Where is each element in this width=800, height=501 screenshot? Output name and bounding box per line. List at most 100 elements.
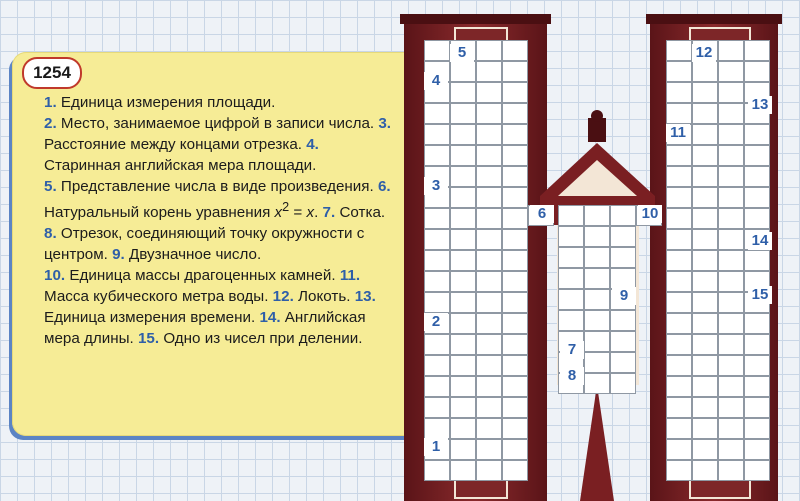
crossword-cell[interactable] <box>718 208 744 229</box>
crossword-cell[interactable] <box>584 352 610 373</box>
crossword-cell[interactable] <box>666 418 692 439</box>
crossword-cell[interactable] <box>692 82 718 103</box>
crossword-cell[interactable] <box>666 229 692 250</box>
crossword-cell[interactable] <box>666 40 692 61</box>
crossword-cell[interactable] <box>502 460 528 481</box>
crossword-cell[interactable] <box>424 229 450 250</box>
crossword-cell[interactable] <box>450 460 476 481</box>
crossword-cell[interactable] <box>666 82 692 103</box>
crossword-cell[interactable] <box>476 376 502 397</box>
crossword-cell[interactable] <box>450 61 476 82</box>
crossword-cell[interactable] <box>450 418 476 439</box>
crossword-cell[interactable] <box>744 439 770 460</box>
crossword-cell[interactable] <box>718 355 744 376</box>
crossword-cell[interactable] <box>692 355 718 376</box>
crossword-cell[interactable] <box>476 250 502 271</box>
crossword-cell[interactable] <box>476 187 502 208</box>
crossword-cell[interactable] <box>718 82 744 103</box>
crossword-cell[interactable] <box>744 313 770 334</box>
crossword-cell[interactable] <box>666 103 692 124</box>
crossword-cell[interactable] <box>476 334 502 355</box>
crossword-cell[interactable] <box>502 145 528 166</box>
crossword-cell[interactable] <box>450 271 476 292</box>
crossword-cell[interactable] <box>718 376 744 397</box>
crossword-cell[interactable] <box>476 124 502 145</box>
crossword-cell[interactable] <box>584 310 610 331</box>
crossword-cell[interactable] <box>424 355 450 376</box>
crossword-cell[interactable] <box>450 82 476 103</box>
crossword-cell[interactable] <box>476 40 502 61</box>
crossword-cell[interactable] <box>692 439 718 460</box>
crossword-cell[interactable] <box>476 103 502 124</box>
crossword-cell[interactable] <box>610 247 636 268</box>
crossword-cell[interactable] <box>476 82 502 103</box>
crossword-cell[interactable] <box>584 373 610 394</box>
crossword-cell[interactable] <box>424 250 450 271</box>
crossword-cell[interactable] <box>584 226 610 247</box>
crossword-cell[interactable] <box>718 292 744 313</box>
crossword-cell[interactable] <box>666 271 692 292</box>
crossword-cell[interactable] <box>692 460 718 481</box>
crossword-cell[interactable] <box>584 331 610 352</box>
crossword-cell[interactable] <box>744 397 770 418</box>
crossword-cell[interactable] <box>502 61 528 82</box>
crossword-cell[interactable] <box>450 439 476 460</box>
crossword-cell[interactable] <box>744 355 770 376</box>
crossword-cell[interactable] <box>744 61 770 82</box>
crossword-cell[interactable] <box>744 166 770 187</box>
crossword-cell[interactable] <box>476 229 502 250</box>
crossword-cell[interactable] <box>502 229 528 250</box>
crossword-cell[interactable] <box>424 292 450 313</box>
crossword-cell[interactable] <box>692 250 718 271</box>
crossword-cell[interactable] <box>610 373 636 394</box>
crossword-cell[interactable] <box>744 250 770 271</box>
crossword-cell[interactable] <box>502 355 528 376</box>
crossword-cell[interactable] <box>450 250 476 271</box>
crossword-cell[interactable] <box>558 268 584 289</box>
crossword-cell[interactable] <box>450 187 476 208</box>
crossword-cell[interactable] <box>718 271 744 292</box>
crossword-cell[interactable] <box>744 145 770 166</box>
crossword-cell[interactable] <box>610 226 636 247</box>
crossword-cell[interactable] <box>502 103 528 124</box>
crossword-cell[interactable] <box>476 460 502 481</box>
crossword-cell[interactable] <box>718 418 744 439</box>
crossword-cell[interactable] <box>692 229 718 250</box>
crossword-cell[interactable] <box>666 376 692 397</box>
crossword-cell[interactable] <box>584 247 610 268</box>
crossword-cell[interactable] <box>424 397 450 418</box>
crossword-cell[interactable] <box>718 166 744 187</box>
crossword-cell[interactable] <box>744 418 770 439</box>
crossword-cell[interactable] <box>502 82 528 103</box>
crossword-cell[interactable] <box>502 250 528 271</box>
crossword-cell[interactable] <box>718 61 744 82</box>
crossword-cell[interactable] <box>718 397 744 418</box>
crossword-cell[interactable] <box>692 334 718 355</box>
crossword-cell[interactable] <box>718 103 744 124</box>
crossword-cell[interactable] <box>502 313 528 334</box>
crossword-cell[interactable] <box>424 334 450 355</box>
crossword-cell[interactable] <box>502 439 528 460</box>
crossword-cell[interactable] <box>450 355 476 376</box>
crossword-cell[interactable] <box>666 355 692 376</box>
crossword-cell[interactable] <box>502 334 528 355</box>
crossword-cell[interactable] <box>450 376 476 397</box>
crossword-cell[interactable] <box>450 145 476 166</box>
crossword-cell[interactable] <box>718 40 744 61</box>
crossword-cell[interactable] <box>450 292 476 313</box>
crossword-cell[interactable] <box>666 439 692 460</box>
crossword-cell[interactable] <box>692 145 718 166</box>
crossword-cell[interactable] <box>476 208 502 229</box>
crossword-cell[interactable] <box>692 376 718 397</box>
crossword-cell[interactable] <box>666 145 692 166</box>
crossword-cell[interactable] <box>744 208 770 229</box>
crossword-cell[interactable] <box>502 397 528 418</box>
crossword-cell[interactable] <box>424 376 450 397</box>
crossword-cell[interactable] <box>476 271 502 292</box>
crossword-cell[interactable] <box>718 145 744 166</box>
crossword-cell[interactable] <box>692 61 718 82</box>
crossword-cell[interactable] <box>424 145 450 166</box>
crossword-cell[interactable] <box>744 460 770 481</box>
crossword-cell[interactable] <box>558 226 584 247</box>
crossword-cell[interactable] <box>450 208 476 229</box>
